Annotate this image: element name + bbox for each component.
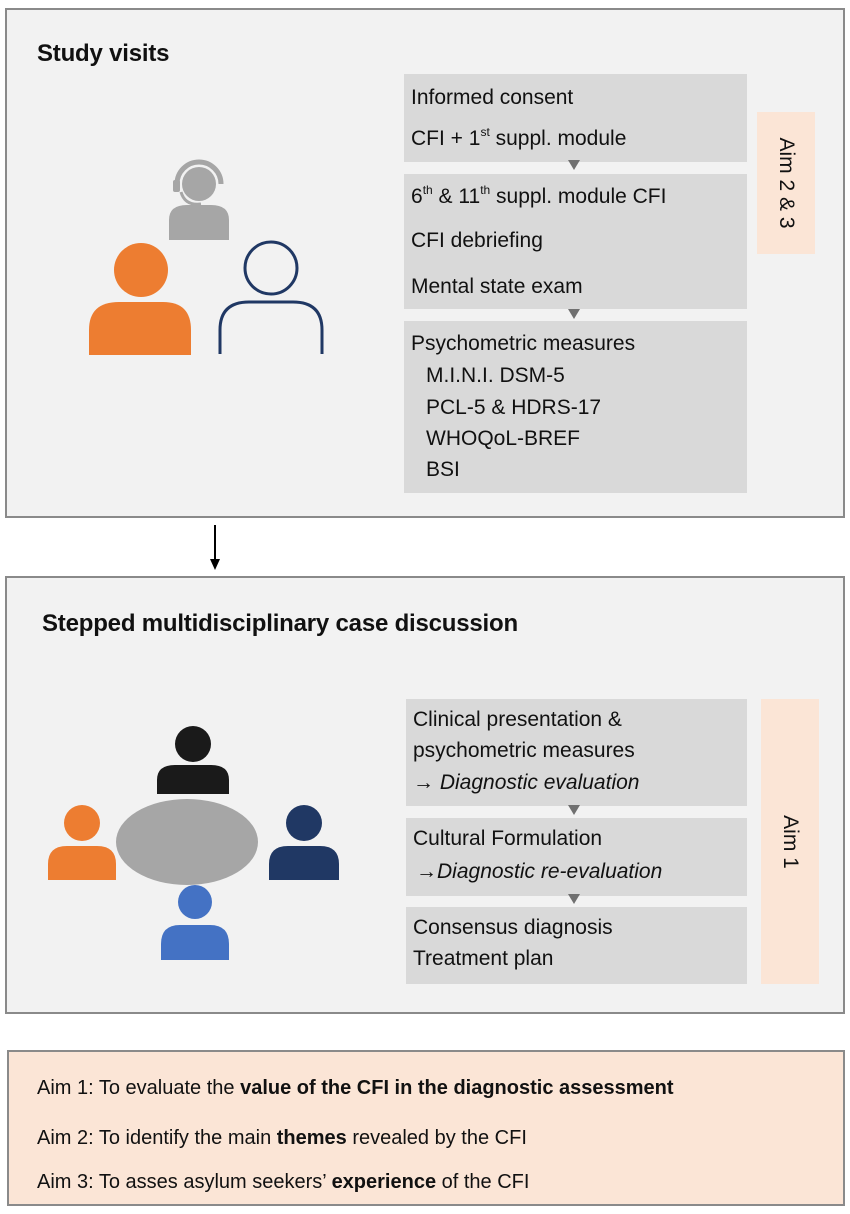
measure-item: PCL-5 & HDRS-17 — [426, 396, 602, 419]
consent-box: Informed consent CFI + 1st suppl. module — [404, 74, 747, 162]
supplementary-box: 6th & 11th suppl. module CFI CFI debrief… — [404, 174, 747, 309]
flow-arrow-icon — [568, 894, 580, 904]
case-discussion-panel: Stepped multidisciplinary case discussio… — [5, 576, 845, 1014]
study-visit-participants-illustration — [89, 159, 324, 355]
table-icon — [116, 799, 258, 885]
mental-state-line: Mental state exam — [411, 275, 583, 298]
person-outline-icon — [218, 240, 324, 354]
consent-line: Informed consent — [411, 86, 574, 109]
diagnostic-reevaluation-line: →Diagnostic re-evaluation — [416, 860, 663, 883]
headset-person-icon — [169, 159, 229, 240]
aim-2-3-tag: Aim 2 & 3 — [757, 112, 815, 254]
person-icon — [269, 805, 339, 880]
aim-2-text: Aim 2: To identify the main themes revea… — [37, 1127, 527, 1149]
cultural-formulation-line: Cultural Formulation — [413, 827, 603, 850]
clinical-line: Clinical presentation & — [413, 708, 622, 731]
treatment-plan-line: Treatment plan — [413, 947, 554, 970]
panel-title: Stepped multidisciplinary case discussio… — [42, 610, 518, 637]
psychometric-box: Psychometric measures M.I.N.I. DSM-5 PCL… — [404, 321, 747, 493]
right-arrow-icon: → — [413, 771, 434, 794]
measure-item: BSI — [426, 458, 460, 481]
aim-1-tag: Aim 1 — [761, 699, 819, 984]
psychometric-heading: Psychometric measures — [411, 332, 636, 355]
debriefing-line: CFI debriefing — [411, 229, 543, 252]
diagnostic-evaluation-line: → Diagnostic evaluation — [413, 771, 640, 794]
consensus-box: Consensus diagnosis Treatment plan — [406, 907, 747, 984]
person-icon — [161, 885, 229, 960]
person-icon — [48, 805, 116, 880]
aims-legend: Aim 1: To evaluate the value of the CFI … — [7, 1050, 845, 1206]
person-icon — [89, 243, 191, 355]
aim-1-text: Aim 1: To evaluate the value of the CFI … — [37, 1077, 674, 1099]
flow-arrow-icon — [568, 160, 580, 170]
study-visits-panel: Study visits Informed consent CFI + 1st … — [5, 8, 845, 518]
cfi-module-line: CFI + 1st suppl. module — [411, 125, 627, 150]
cultural-formulation-box: Cultural Formulation →Diagnostic re-eval… — [406, 818, 747, 896]
flow-arrow-icon — [568, 309, 580, 319]
right-arrow-icon: → — [416, 860, 437, 883]
supplementary-modules-line: 6th & 11th suppl. module CFI — [411, 183, 667, 208]
measure-item: M.I.N.I. DSM-5 — [426, 364, 565, 387]
psychometric-line: psychometric measures — [413, 739, 635, 762]
clinical-presentation-box: Clinical presentation & psychometric mea… — [406, 699, 747, 806]
case-discussion-meeting-illustration — [48, 726, 339, 960]
aim-3-text: Aim 3: To asses asylum seekers’ experien… — [37, 1171, 530, 1193]
panel-title: Study visits — [37, 40, 170, 67]
measure-item: WHOQoL-BREF — [426, 427, 581, 450]
consensus-line: Consensus diagnosis — [413, 916, 613, 939]
down-arrow-icon — [210, 525, 220, 570]
flow-arrow-icon — [568, 805, 580, 815]
person-icon — [157, 726, 229, 794]
